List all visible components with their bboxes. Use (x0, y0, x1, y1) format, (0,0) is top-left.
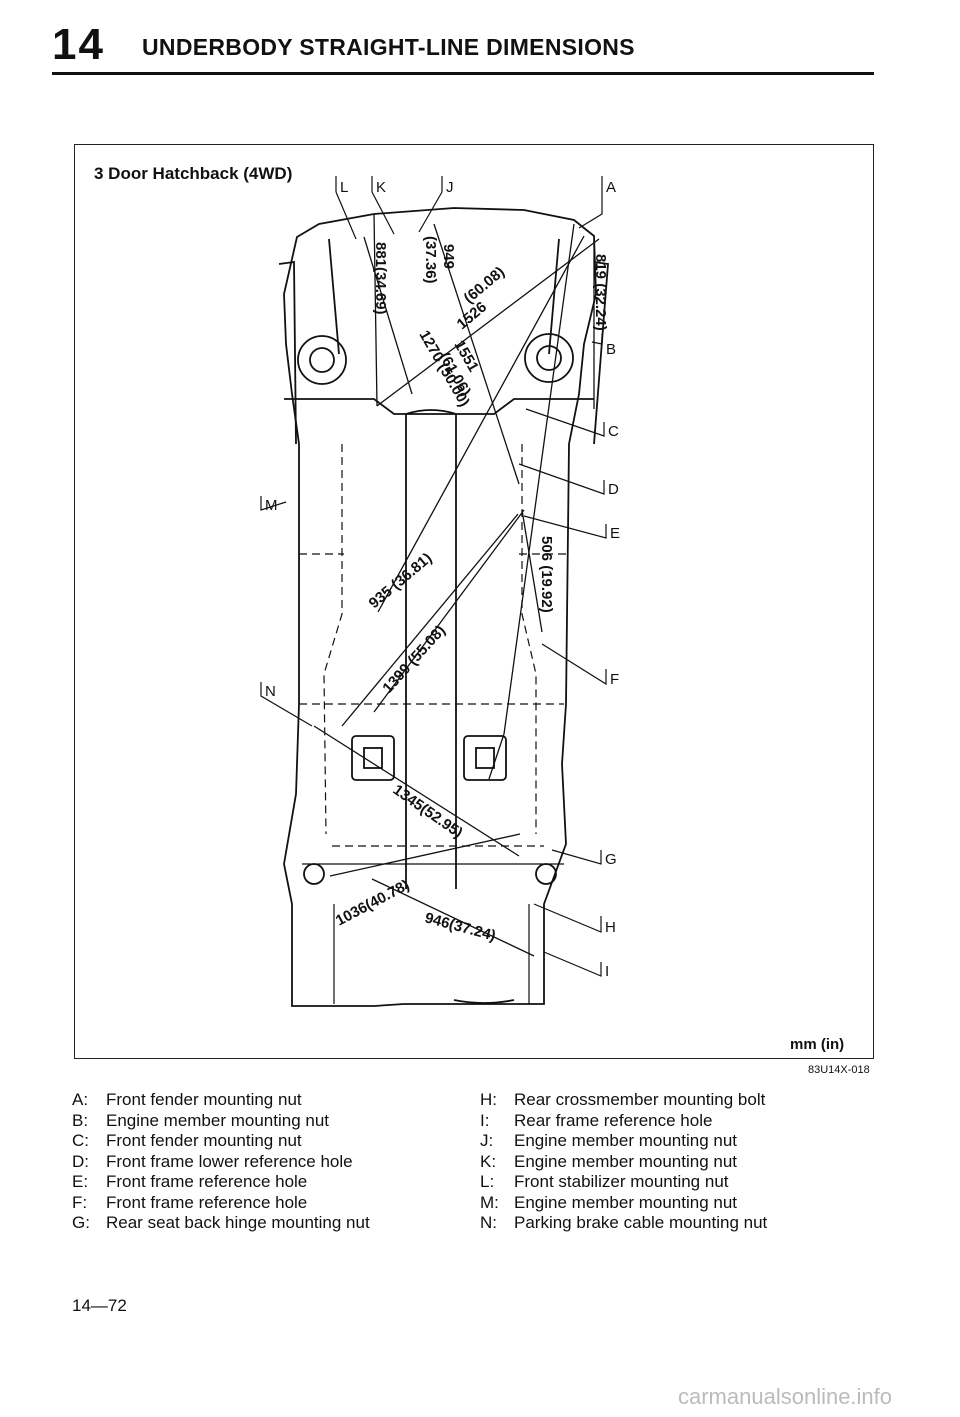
dim-506: 506 (19.92) (538, 536, 555, 613)
page-number: 14—72 (72, 1296, 127, 1315)
legend-item: F:Front frame reference hole (72, 1192, 308, 1212)
watermark: carmanualsonline.info (678, 1384, 893, 1409)
legend-item: E:Front frame reference hole (72, 1172, 308, 1191)
legend-item: K:Engine member mounting nut (480, 1151, 738, 1171)
header-rule (52, 72, 874, 75)
chapter-number: 14 (52, 20, 105, 69)
legend-item: I:Rear frame reference hole (480, 1110, 713, 1130)
legend-item: A:Front fender mounting nut (72, 1090, 302, 1109)
underbody-diagram: L K J A B C D E F G H I M N 819 (32.24) … (260, 176, 620, 1007)
legend-left: A:Front fender mounting nut B:Engine mem… (72, 1090, 370, 1234)
legend-item: B:Engine member mounting nut (72, 1110, 330, 1130)
dim-881: 881(34.69) (372, 242, 389, 315)
dim-1526-in: (60.08) (461, 263, 508, 307)
dim-935: 935 (36.81) (366, 550, 436, 612)
point-label-M: M (265, 497, 278, 514)
legend-item: C:Front fender mounting nut (72, 1131, 302, 1150)
legend-item: L:Front stabilizer mounting nut (480, 1172, 729, 1191)
dim-819: 819 (32.24) (592, 254, 609, 331)
point-label-J: J (446, 179, 454, 196)
dim-1399: 1399 (55.08) (379, 622, 449, 697)
dim-1345: 1345(52.95) (390, 781, 466, 841)
legend-item: G:Rear seat back hinge mounting nut (72, 1213, 370, 1232)
point-label-E: E (610, 525, 620, 542)
point-label-I: I (605, 963, 609, 980)
point-label-A: A (606, 179, 616, 196)
dim-946: 946(37.24) (423, 909, 497, 944)
body-outline (283, 207, 597, 1007)
point-label-H: H (605, 919, 616, 936)
point-label-L: L (340, 179, 348, 196)
legend-item: M:Engine member mounting nut (480, 1192, 738, 1212)
point-label-N: N (265, 683, 276, 700)
legend-item: N:Parking brake cable mounting nut (480, 1213, 768, 1232)
dim-949: 949 (440, 244, 457, 269)
figure-title: 3 Door Hatchback (4WD) (94, 164, 293, 183)
page-header: 14 UNDERBODY STRAIGHT-LINE DIMENSIONS (52, 18, 874, 78)
units-label: mm (in) (790, 1036, 845, 1053)
chapter-title: UNDERBODY STRAIGHT-LINE DIMENSIONS (142, 34, 635, 60)
legend-right: H:Rear crossmember mounting bolt I:Rear … (480, 1090, 767, 1234)
figure-code: 83U14X-018 (808, 1064, 870, 1076)
legend-item: H:Rear crossmember mounting bolt (480, 1090, 766, 1109)
figure-frame (74, 144, 874, 1059)
point-label-G: G (605, 851, 617, 868)
point-label-K: K (376, 179, 386, 196)
legend-item: D:Front frame lower reference hole (72, 1151, 353, 1171)
legend-item: J:Engine member mounting nut (480, 1131, 738, 1150)
point-label-D: D (608, 481, 619, 498)
point-label-C: C (608, 423, 619, 440)
dim-949-in: (37.36) (422, 236, 439, 284)
dim-1036: 1036(40.78) (333, 877, 412, 930)
point-label-F: F (610, 671, 619, 688)
point-label-B: B (606, 341, 616, 358)
